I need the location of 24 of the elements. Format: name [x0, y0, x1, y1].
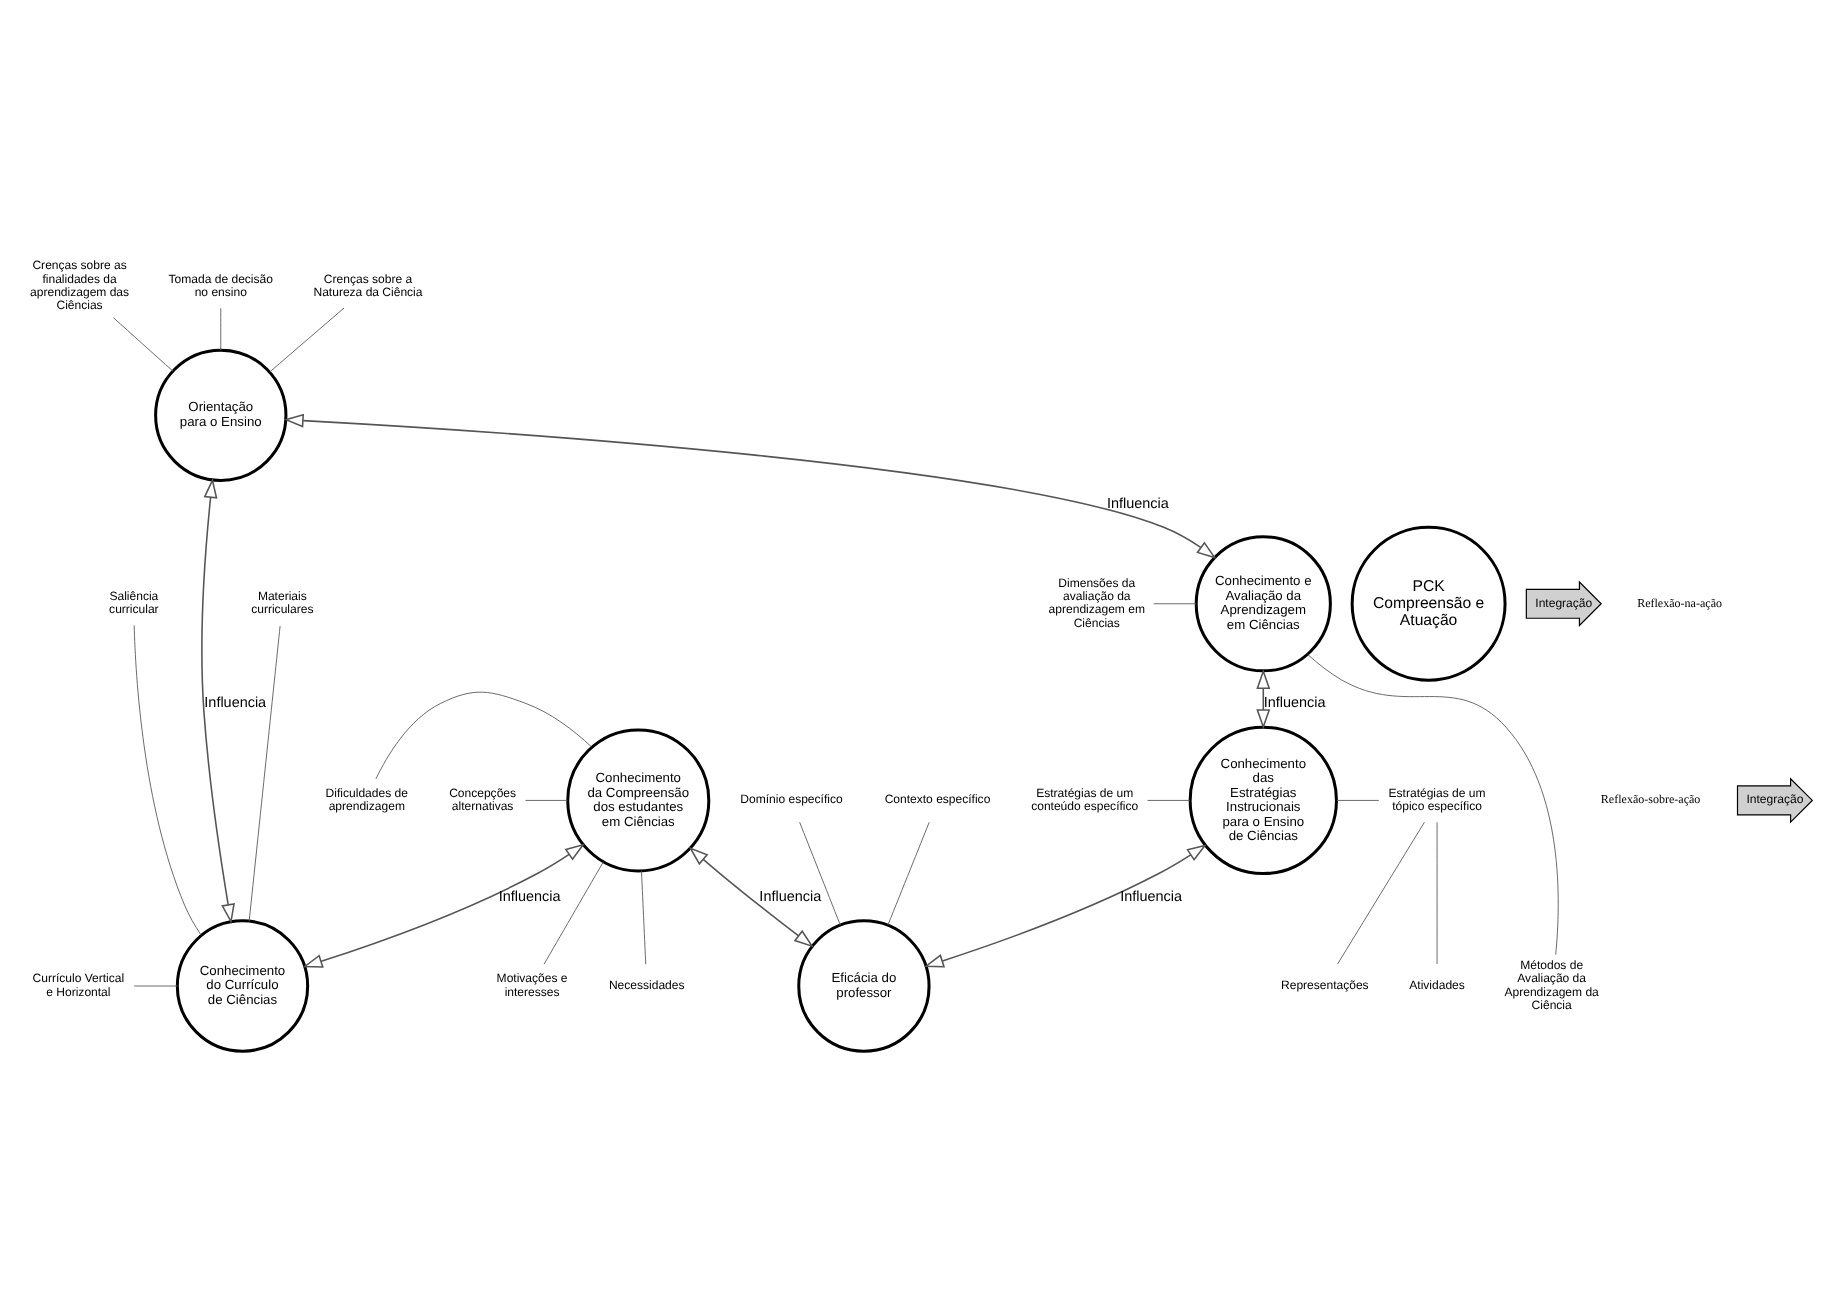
connector: [1307, 652, 1559, 955]
arrow: [302, 842, 586, 967]
arrow: [688, 845, 814, 947]
connector: [269, 306, 345, 372]
connector: [220, 306, 222, 350]
connector: [133, 984, 178, 986]
connector: [641, 869, 647, 964]
connector: [799, 820, 841, 925]
connector: [1436, 820, 1438, 964]
connector: [543, 860, 604, 964]
connector: [1336, 798, 1380, 800]
arrow: [201, 477, 235, 923]
connector: [133, 624, 202, 935]
arrow: [283, 412, 1217, 558]
connector: [525, 798, 568, 800]
connector: [887, 820, 930, 925]
connector: [1153, 602, 1197, 604]
connector: [375, 690, 592, 779]
arrow: [923, 843, 1207, 967]
connector: [248, 624, 281, 921]
arrow: [1256, 667, 1271, 729]
connector: [1337, 820, 1425, 964]
connector: [112, 316, 174, 371]
connector: [1147, 798, 1191, 800]
